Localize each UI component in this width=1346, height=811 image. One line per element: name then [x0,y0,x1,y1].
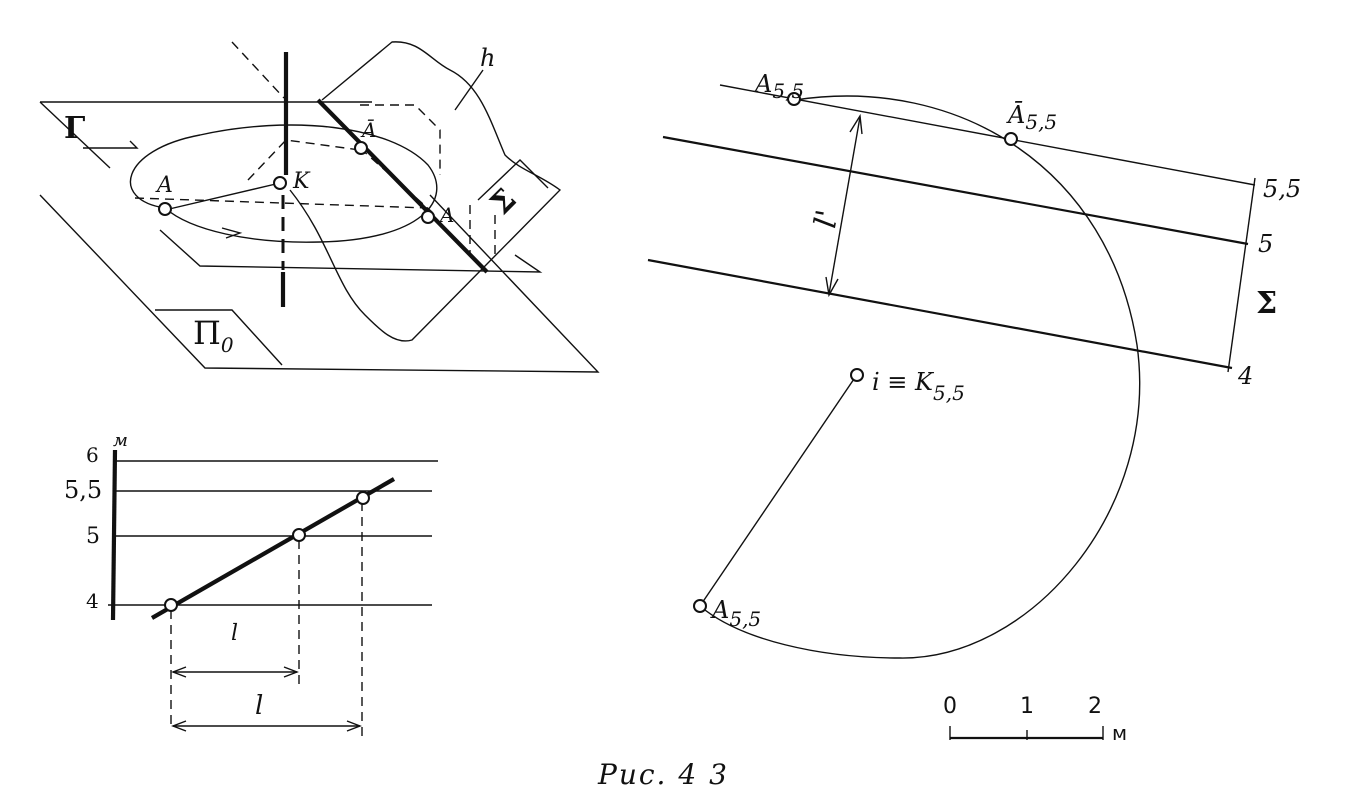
distance-arrow-top [849,113,863,135]
profile-axis [110,449,118,621]
plane-pi-label-frame [155,309,283,366]
profile-level-55-label: 5,5 [64,476,102,504]
plan-level-55 [662,135,1249,246]
plan-point-a-dbl [787,92,801,106]
point-a-bar-label: Ā [360,118,376,142]
plan-point-a [693,599,707,613]
profile-slope-line [150,477,396,620]
point-a-dbl-label: A [438,203,454,227]
profile-point-5 [292,528,306,542]
distance-arrow-bottom [825,276,839,298]
radius-dashed [134,197,429,209]
radius-line [699,375,857,607]
rotation-arc [699,95,1141,659]
profile-point-4 [164,598,178,612]
orbit-arrow [221,227,243,239]
profile-level-4-label: 4 [86,589,99,613]
plane-sigma-outline [289,41,562,342]
plan-level-4-label: 4 [1237,362,1253,390]
profile-level-6-label: 6 [86,443,99,467]
dim-long-arrow-l [171,720,187,732]
figure-caption: Рис. 4 3 [597,758,729,791]
aux-diagonal [231,41,285,99]
aux-dashed-box [360,104,441,175]
profile-level-5-label: 5 [86,524,100,549]
plan-point-k [850,368,864,382]
line-h-label: h [480,44,495,72]
scale-label-2: 2 [1088,694,1102,719]
point-a [158,202,172,216]
gamma-arrow [83,140,139,149]
scale-label-1: 1 [1020,694,1034,719]
point-a-label: A [155,173,173,198]
plane-pi-outline [39,194,600,373]
plan-point-k-label: i ≡ K5,5 [872,368,965,405]
scale-bar: 0 1 2 м [943,694,1127,745]
point-k-label: K [292,169,311,194]
plane-gamma-left [39,101,111,169]
distance-label: l' [808,207,846,231]
plane-gamma-bottom [159,229,543,273]
profile-point-55 [356,491,370,505]
plan-level-5-label: 5 [1258,230,1273,258]
scale-label-0: 0 [943,694,957,719]
profile-axis-unit: м [113,430,128,451]
plan-point-a-bar [1004,132,1018,146]
distance-arrow-line [828,116,861,295]
point-a-bar [354,141,368,155]
plan-side-scale [1227,177,1256,373]
sigma-label-frame [477,159,549,201]
plane-gamma-label: Γ [64,111,85,146]
dim-long-arrow-r [346,720,362,732]
dim-short-arrow-r [283,666,299,678]
line-h [454,69,484,111]
plan-level-5 [647,258,1233,370]
plan-point-a-bar-label: Ā5,5 [1006,101,1057,134]
radius-ak [164,182,281,211]
profile-diagram: м 6 5,5 5 4 l l [64,430,438,740]
plan-point-a-label: A5,5 [710,596,761,631]
scale-unit: м [1112,721,1127,745]
plan-point-a-dbl-label: A5,5 [753,70,804,103]
aux-dashed-box-2 [247,139,361,181]
scene-3d: Π0 Γ Σ h A [39,41,600,373]
dim-short-label: l [231,621,238,646]
dim-long-label: l [255,691,263,721]
orbit-ellipse [129,124,438,243]
point-a-dbl [421,210,435,224]
plan-sigma-label: Σ [1256,286,1277,321]
point-k [273,176,287,190]
plane-pi-label: Π0 [193,314,234,357]
dim-short-arrow-l [171,666,187,678]
plan-line-top [719,84,1256,186]
plan-diagram: 5,5 5 Σ 4 l' A5,5 Ā5,5 i ≡ K5,5 A5,5 [647,70,1301,659]
generator-line [316,98,489,274]
aux-dashed-5 [359,147,433,213]
plan-level-55-label: 5,5 [1263,175,1301,203]
